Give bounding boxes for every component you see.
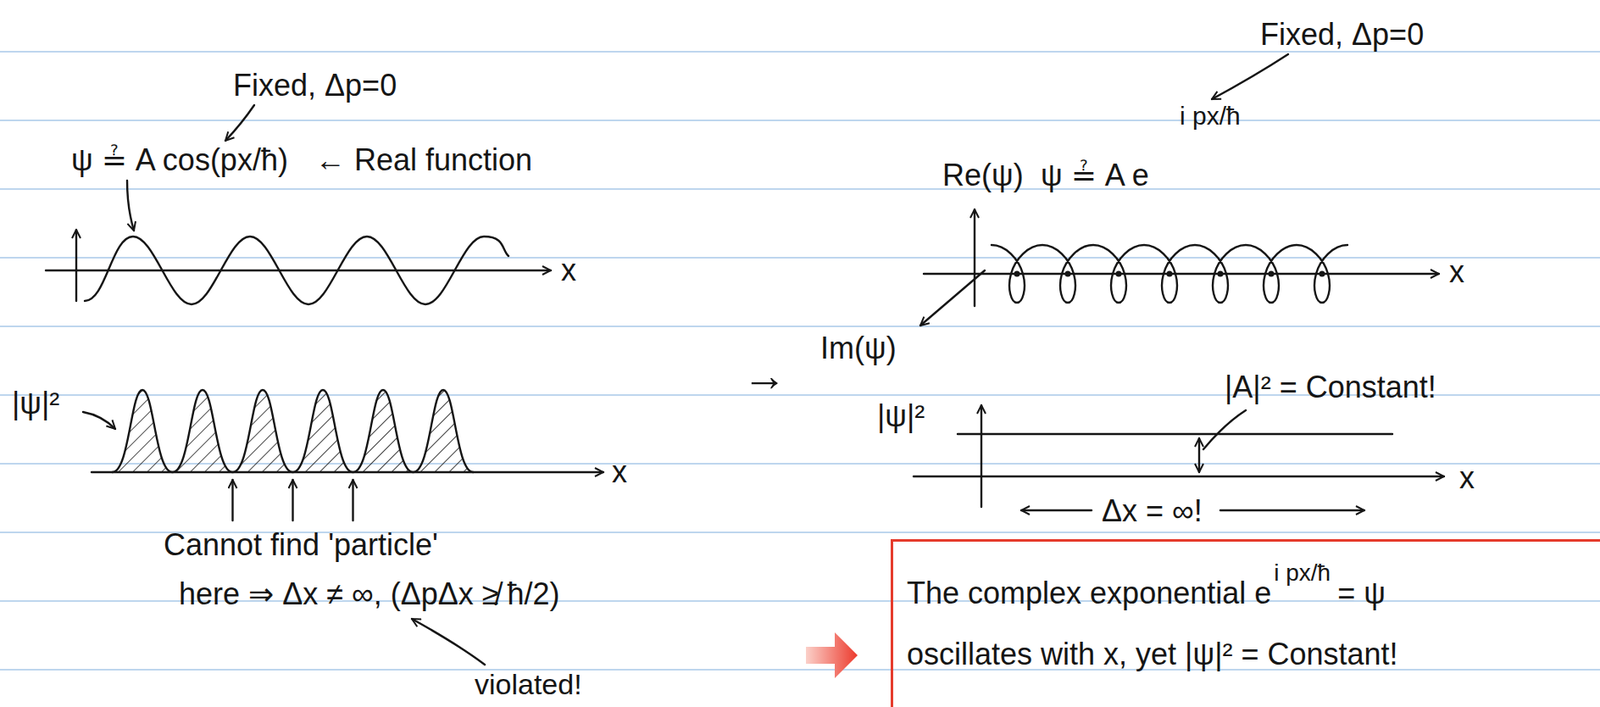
body-text: = ψ [1337,575,1386,611]
axis-label: x [1449,254,1465,289]
x-axis [913,475,1445,478]
x-axis [923,272,1439,275]
leader-arrow [411,618,485,665]
axis-dot [1065,271,1072,278]
y-axis [980,405,983,507]
annotation: |A|² = Constant! [1224,369,1437,405]
axis-label: x [561,252,577,288]
ruled-line [0,119,1600,122]
axis-label: Re(ψ) [942,157,1024,193]
re-axis [973,209,976,306]
leader-arrow [1211,54,1289,100]
note-text: Fixed, Δp=0 [1260,16,1424,52]
x-axis [91,471,604,473]
note-text: here ⇒ Δx ≠ ∞, (ΔpΔx ≱ ħ/2) [178,576,561,612]
body-text: The complex exponential e [906,575,1272,611]
note-text: Fixed, Δp=0 [233,67,397,103]
leader-arrow [83,411,116,429]
node-pointer-arrow [351,479,354,521]
constant-line [957,433,1393,435]
complex-helix [991,244,1348,303]
axis-dot [1166,271,1173,278]
note-text: Cannot find 'particle' [163,527,439,562]
axis-dot [1116,271,1123,278]
highlight-arrow [805,632,858,678]
axis-label: |ψ|² [877,398,925,434]
leader-arrow [225,105,255,141]
im-axis [920,270,985,326]
axis-dot [1014,271,1021,278]
cosine-wave [84,236,509,305]
transition-arrow: → [742,350,787,402]
amplitude-arrow [1198,438,1200,473]
axis-label: |ψ|² [11,385,60,421]
leader-line [1203,410,1246,450]
dimension: Δx = ∞! [1101,493,1203,528]
exponent: i px/ħ [1179,101,1241,132]
equation: ψ ≟ A cos(px/ħ) [71,142,289,178]
exponent: i px/ħ [1273,559,1331,586]
node-pointer-arrow [291,479,294,521]
node-pointer-arrow [231,479,234,521]
helix-dots [1014,271,1326,278]
ruled-line [0,325,1600,328]
axis-label: Im(ψ) [820,330,897,366]
ruled-line [0,256,1600,259]
callout-box: The complex exponential ei px/ħ= ψ oscill… [890,538,1600,707]
extent-arrow [1021,509,1092,512]
axis-label: x [611,454,628,489]
body-text: oscillates with x, yet |ψ|² = Constant! [906,636,1399,672]
leader-arrow [127,180,134,231]
equation: ψ ≟ A e [1040,157,1150,193]
text-line: oscillates with x, yet |ψ|² = Constant! [906,636,1399,672]
axis-dot [1319,271,1326,278]
extent-arrow [1220,509,1365,512]
axis-dot [1217,271,1224,278]
text-line: The complex exponential ei px/ħ= ψ [906,575,1386,611]
annotation: violated! [474,667,583,701]
ink-drawing [45,54,1445,665]
annotation: ← Real function [315,142,533,178]
x-axis [45,269,551,272]
ruled-line [0,188,1600,190]
probability-humps [112,389,474,473]
ruled-lines [0,51,1600,670]
y-axis [75,229,78,301]
axis-dot [1268,271,1275,278]
axis-label: x [1459,460,1475,495]
